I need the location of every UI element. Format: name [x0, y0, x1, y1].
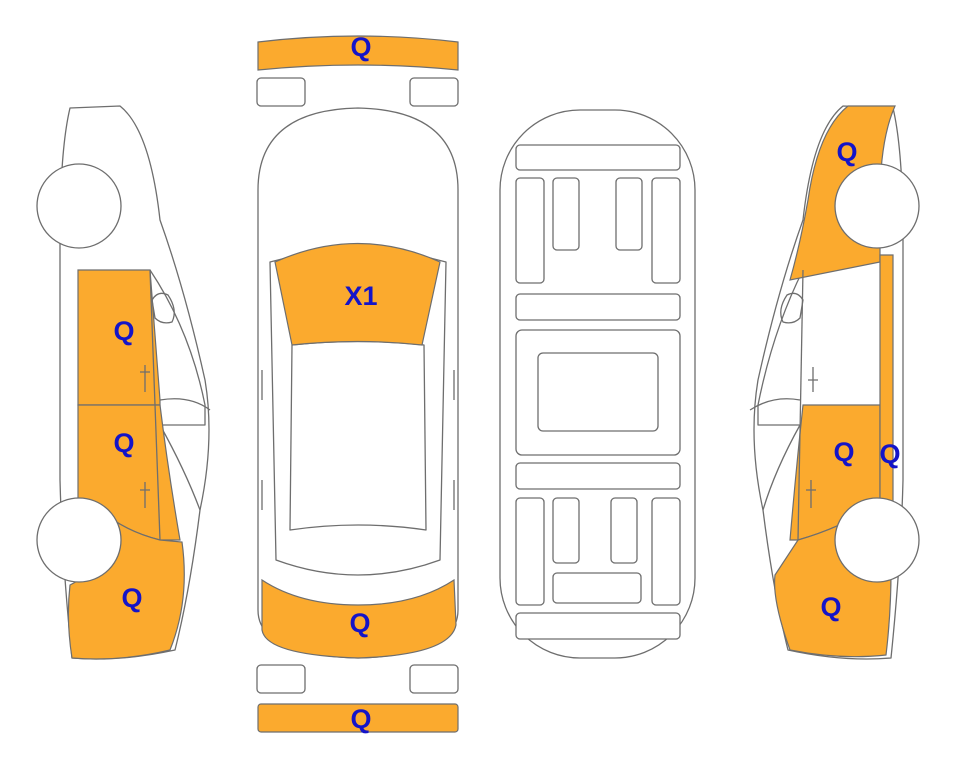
underbody-front-right-rail: [651, 177, 681, 284]
underbody-mid-front-crossmember: [515, 293, 681, 321]
top-view: Q X1 Q Q: [256, 32, 459, 734]
left-side-door-pillar: [149, 269, 161, 541]
underbody-front-left-inner: [552, 177, 580, 251]
top-rear-bumper-panel[interactable]: [257, 703, 459, 733]
left-front-door-panel[interactable]: [77, 269, 161, 406]
underbody-mid-rear-crossmember: [515, 462, 681, 490]
right-front-door-handle: [808, 367, 818, 392]
right-rocker-mark: Q: [879, 439, 900, 469]
left-rear-door-handle: [140, 482, 150, 508]
left-rear-door-mark: Q: [113, 428, 134, 458]
top-front-left-mirror: [256, 77, 306, 107]
underbody-fuel-tank: [537, 352, 659, 432]
top-front-bumper-panel[interactable]: [257, 35, 459, 71]
top-rear-left-mirror: [256, 664, 306, 694]
underbody-view: [499, 109, 696, 659]
underbody-outline: [499, 109, 696, 659]
right-rear-wheel: [834, 497, 920, 583]
right-side-mirror: [780, 292, 804, 324]
left-side-view: Q Q Q: [36, 105, 211, 660]
top-rear-bumper-mark: Q: [350, 704, 371, 734]
left-side-window-line: [149, 269, 206, 426]
right-front-door-mark: Q: [833, 437, 854, 467]
right-side-rear-glass-line: [762, 424, 801, 511]
top-front-right-mirror: [409, 77, 459, 107]
top-front-bumper-mark: Q: [350, 32, 371, 62]
right-side-windshield-line: [749, 398, 801, 411]
underbody-spare-well: [552, 572, 642, 604]
left-side-rear-glass-line: [159, 424, 201, 511]
right-rear-door-handle: [806, 480, 816, 508]
top-trunk-mark: Q: [349, 608, 370, 638]
left-side-body-outline: [59, 105, 210, 660]
left-front-wheel: [36, 163, 122, 249]
right-front-fender-mark: Q: [836, 137, 857, 167]
underbody-rear-right-rail: [651, 497, 681, 606]
underbody-front-crossmember: [515, 144, 681, 171]
right-side-view: Q Q Q Q: [749, 105, 920, 660]
top-roof-outline: [289, 340, 427, 531]
right-rear-quarter-mark: Q: [820, 592, 841, 622]
left-front-door-mark: Q: [113, 316, 134, 346]
top-hood-mark: X1: [344, 281, 377, 311]
underbody-rear-crossmember: [515, 612, 681, 640]
left-side-mirror: [151, 292, 175, 324]
top-trunk-panel[interactable]: [261, 578, 457, 659]
right-side-door-pillar: [797, 269, 804, 541]
top-rear-right-mirror: [409, 664, 459, 694]
underbody-rear-left-rail: [515, 497, 545, 606]
top-hood-panel[interactable]: [274, 242, 441, 346]
left-side-windshield-line: [159, 398, 211, 411]
underbody-rear-right-inner: [610, 497, 638, 564]
left-front-door-handle: [140, 365, 150, 392]
left-rear-wheel: [36, 497, 122, 583]
left-rear-quarter-mark: Q: [121, 583, 142, 613]
underbody-rear-left-inner: [552, 497, 580, 564]
right-front-wheel: [834, 163, 920, 249]
underbody-front-right-inner: [615, 177, 643, 251]
underbody-front-left-rail: [515, 177, 545, 284]
